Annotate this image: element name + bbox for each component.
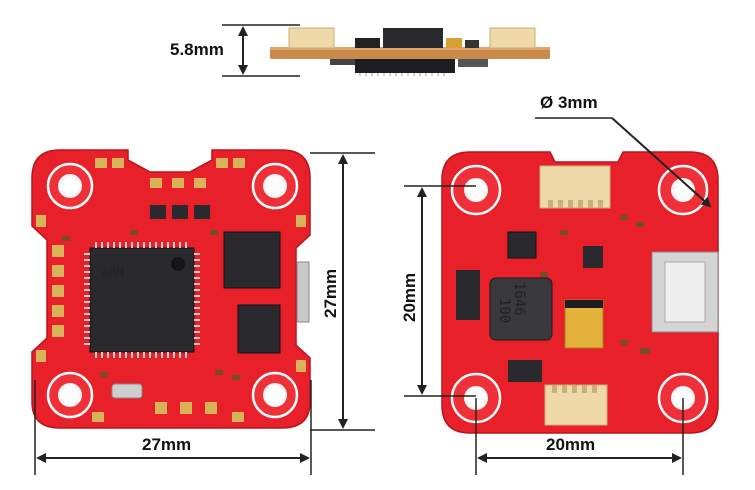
side-connector-left bbox=[288, 27, 335, 49]
hole-diameter-callout: Ø 3mm bbox=[535, 93, 712, 208]
side-pcb-top bbox=[270, 47, 550, 50]
inductor-marking-2: 100 bbox=[496, 298, 512, 323]
front-width-label: 27mm bbox=[142, 435, 191, 454]
front-usb-edge bbox=[296, 261, 310, 323]
side-connector-right bbox=[489, 27, 536, 49]
mount-hole bbox=[58, 383, 82, 407]
front-passives bbox=[62, 230, 240, 380]
front-board: ARM bbox=[31, 149, 311, 429]
thickness-label: 5.8mm bbox=[170, 40, 224, 59]
mount-hole bbox=[58, 174, 82, 198]
back-diode bbox=[456, 270, 480, 320]
mount-height-label: 20mm bbox=[400, 273, 419, 322]
hole-diameter-label: Ø 3mm bbox=[540, 93, 598, 112]
mount-hole bbox=[263, 383, 287, 407]
side-inductor bbox=[383, 28, 443, 48]
back-passives bbox=[540, 215, 650, 354]
front-crystal bbox=[111, 383, 143, 399]
hole-arrow bbox=[611, 117, 712, 208]
side-component bbox=[355, 38, 380, 48]
front-flash-chip bbox=[223, 231, 281, 289]
back-regulator-ic bbox=[507, 231, 537, 259]
mcu-pins bbox=[84, 242, 200, 358]
side-mcu bbox=[355, 59, 455, 73]
mount-height-dimension: 20mm bbox=[400, 185, 476, 397]
front-gyro-chip bbox=[237, 304, 281, 354]
mcu-marking: ARM bbox=[102, 265, 124, 279]
side-component bbox=[458, 59, 488, 67]
inductor-marking-1: 1646 bbox=[511, 282, 527, 316]
front-height-label: 27mm bbox=[321, 269, 340, 318]
mount-hole bbox=[464, 178, 488, 202]
front-height-dimension: 27mm bbox=[310, 152, 375, 431]
back-board: 1646 100 bbox=[441, 151, 719, 434]
back-usb-port bbox=[651, 251, 719, 333]
thickness-dimension: 5.8mm bbox=[170, 24, 300, 77]
mount-width-label: 20mm bbox=[546, 435, 595, 454]
side-view-board bbox=[270, 27, 550, 76]
front-mcu: ARM bbox=[84, 242, 200, 358]
back-mount-holes bbox=[450, 164, 709, 424]
side-component bbox=[465, 40, 479, 48]
mount-width-dimension: 20mm bbox=[475, 398, 684, 475]
back-cap-band bbox=[565, 300, 603, 308]
mount-hole bbox=[263, 174, 287, 198]
front-mount-holes bbox=[46, 162, 299, 419]
side-capacitor bbox=[446, 38, 462, 48]
front-width-dimension: 27mm bbox=[34, 380, 312, 475]
mount-hole bbox=[671, 178, 695, 202]
back-inductor: 1646 100 bbox=[489, 277, 553, 341]
back-small-ic bbox=[508, 360, 542, 382]
front-small-ics bbox=[150, 205, 210, 219]
mcu-pin1-dot bbox=[171, 257, 185, 271]
side-component bbox=[330, 59, 360, 65]
back-small-ic bbox=[583, 246, 603, 268]
front-gold-pads bbox=[36, 158, 306, 422]
